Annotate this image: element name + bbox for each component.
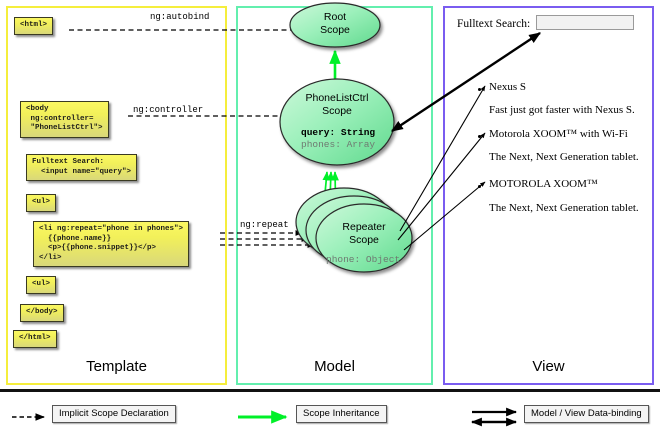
- code-box-body-close: </body>: [20, 304, 64, 322]
- edge-label-ng-repeat: ng:repeat: [240, 220, 289, 230]
- panel-template-label: Template: [86, 358, 147, 375]
- view-item-name: Nexus S: [489, 81, 526, 93]
- code-box-ul-open: <ul>: [26, 194, 57, 212]
- legend-item-scope-inheritance: Scope Inheritance: [296, 405, 387, 423]
- panel-model: Model: [236, 6, 433, 385]
- code-box-li-repeat: <li ng:repeat="phone in phones"> {{phone…: [33, 221, 190, 267]
- view-item-name: Motorola XOOM™ with Wi-Fi: [489, 128, 628, 140]
- view-bullet: [478, 88, 481, 91]
- panel-view: View: [443, 6, 654, 385]
- legend-divider: [0, 389, 660, 392]
- view-search-label: Fulltext Search:: [457, 18, 531, 30]
- view-bullet: [478, 185, 481, 188]
- view-search-input[interactable]: [536, 15, 634, 30]
- code-box-html-close: </html>: [13, 330, 57, 348]
- code-box-fulltext-search: Fulltext Search: <input name="query">: [26, 154, 138, 181]
- view-item-name: MOTOROLA XOOM™: [489, 178, 598, 190]
- legend-item-implicit-scope-declaration: Implicit Scope Declaration: [52, 405, 176, 423]
- code-box-html-open: <html>: [14, 17, 54, 35]
- code-box-ul-close: <ul>: [26, 276, 57, 294]
- code-box-body-open: <body ng:controller= "PhoneListCtrl">: [20, 101, 109, 138]
- panel-model-label: Model: [314, 358, 355, 375]
- edge-label-ng-autobind: ng:autobind: [150, 12, 210, 22]
- view-item-snippet: Fast just got faster with Nexus S.: [489, 104, 635, 116]
- panel-view-label: View: [532, 358, 565, 375]
- view-item-snippet: The Next, Next Generation tablet.: [489, 151, 639, 163]
- legend: Implicit Scope Declaration Scope Inherit…: [0, 395, 660, 435]
- legend-item-model-view-data-binding: Model / View Data-binding: [524, 405, 649, 423]
- view-item-snippet: The Next, Next Generation tablet.: [489, 202, 639, 214]
- edge-label-ng-controller: ng:controller: [133, 105, 204, 115]
- view-bullet: [478, 135, 481, 138]
